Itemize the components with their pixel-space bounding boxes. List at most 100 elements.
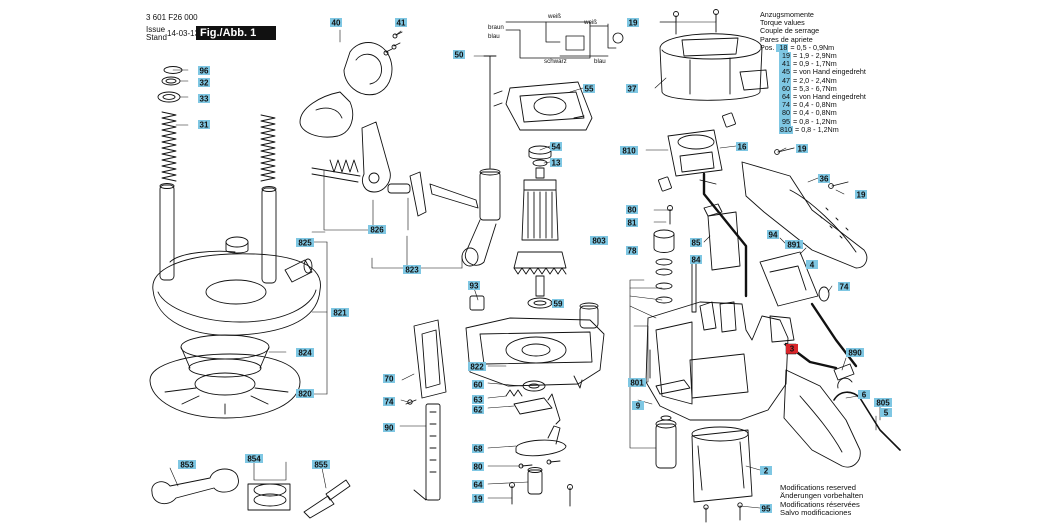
callout-c78: 78 [626, 246, 638, 256]
callout-c19d: 19 [855, 190, 867, 200]
torque-value: = 0,4 - 0,8Nm [791, 108, 837, 118]
callout-label: 820 [298, 390, 312, 399]
callout-label: 60 [474, 381, 483, 390]
callout-label: 19 [857, 191, 866, 200]
callout-box [786, 344, 798, 353]
wire-blau-2: blau [594, 58, 606, 65]
callout-label: 62 [474, 406, 483, 415]
callout-label: 6 [862, 391, 867, 400]
callout-label: 70 [385, 375, 394, 384]
issue-date: 14-03-13 [167, 29, 200, 38]
torque-row: 95 = 0,8 - 1,2Nm [760, 117, 866, 126]
callout-c60: 60 [472, 380, 484, 390]
callout-box [855, 190, 867, 199]
callout-label: 74 [840, 283, 849, 292]
wiring-schematic [505, 21, 624, 59]
callout-c55: 55 [583, 84, 595, 94]
callout-c891: 891 [785, 240, 803, 250]
torque-pos: 74 [779, 101, 791, 110]
torque-table: Anzugsmomente Torque values Couple de se… [760, 10, 866, 135]
callout-label: 80 [628, 206, 637, 215]
callout-c822: 822 [468, 362, 486, 372]
callout-box [198, 94, 210, 103]
callout-c6: 6 [858, 390, 870, 400]
callout-label: 63 [474, 396, 483, 405]
torque-title-de: Anzugsmomente [760, 10, 814, 19]
callout-c64: 64 [472, 480, 484, 490]
torque-value: = 0,4 - 0,8Nm [791, 100, 837, 110]
callout-c801: 801 [628, 378, 646, 388]
callout-box [472, 444, 484, 453]
callout-label: 826 [370, 226, 384, 235]
torque-title-es: Pares de apriete [760, 34, 813, 44]
callout-label: 3 [790, 345, 795, 354]
plunge-base-group [149, 66, 321, 419]
callout-c32: 32 [198, 78, 210, 88]
callout-label: 81 [628, 219, 637, 228]
callout-c90: 90 [383, 423, 395, 433]
callout-label: 822 [470, 363, 484, 372]
callout-label: 19 [474, 495, 483, 504]
callout-label: 805 [876, 399, 890, 408]
torque-pos: 45 [779, 68, 791, 77]
callout-label: 80 [474, 463, 483, 472]
callout-box [453, 50, 465, 59]
callout-box [395, 18, 407, 27]
callout-c96: 96 [198, 66, 210, 76]
callout-box [627, 18, 639, 27]
torque-row: 60 = 5,3 - 6,7Nm [760, 84, 866, 94]
callout-box [198, 120, 210, 129]
callout-box [468, 281, 480, 290]
callout-box [760, 466, 772, 475]
callout-box [468, 362, 486, 371]
torque-value: = 0,8 - 1,2Nm [793, 124, 839, 134]
callout-box [620, 146, 638, 155]
callout-c16: 16 [736, 142, 748, 152]
callout-label: 823 [405, 266, 419, 275]
callout-c41: 41 [395, 18, 407, 28]
side-handle-group [741, 147, 868, 269]
callout-label: 16 [738, 143, 747, 152]
callout-c4: 4 [806, 260, 818, 270]
torque-row: 80 = 0,4 - 0,8Nm [760, 108, 866, 118]
torque-row: 47 = 2,0 - 2,4Nm [760, 76, 866, 85]
callout-label: 803 [592, 237, 606, 246]
torque-row: 45 = von Hand eingedreht [760, 68, 866, 77]
modifications-note: Modifications reserved Änderungen vorbeh… [780, 483, 863, 518]
callout-box [198, 78, 210, 87]
wire-blau-1: blau [488, 33, 500, 40]
torque-value: = 0,5 - 0,9Nm [788, 42, 835, 52]
torque-row: 19 = 1,9 - 2,9Nm [760, 51, 866, 61]
wiring-labels: braun blau weiß weiß schwarz blau [488, 13, 606, 65]
torque-pos: 80 [779, 109, 791, 118]
callout-c5: 5 [880, 408, 892, 418]
callout-box [198, 66, 210, 75]
callout-box [846, 348, 864, 357]
callout-label: 854 [247, 455, 261, 464]
callout-box [312, 460, 330, 469]
callout-c84: 84 [690, 255, 702, 265]
torque-pos: 60 [779, 84, 791, 94]
callout-label: 4 [810, 261, 815, 270]
callout-box [796, 144, 808, 153]
callout-c81: 81 [626, 218, 638, 228]
callout-label: 85 [692, 239, 701, 248]
torque-title-en: Torque values [760, 18, 805, 28]
mod-de: Modifications reserved [780, 483, 856, 492]
torque-value: = 1,9 - 2,9Nm [791, 51, 837, 61]
callout-c805: 805 [874, 398, 892, 408]
torque-pos: 19 [779, 51, 791, 61]
cable-group [702, 172, 901, 451]
callout-c93: 93 [468, 281, 480, 291]
callout-c50: 50 [453, 50, 465, 60]
depth-stop-group [405, 319, 447, 501]
wire-weiss-2: weiß [583, 19, 597, 26]
callout-label: 93 [470, 282, 479, 291]
callout-label: 95 [762, 505, 771, 514]
callout-label: 96 [200, 67, 209, 76]
callout-box [690, 238, 702, 247]
torque-row: 64 = von Hand eingedreht [760, 92, 866, 102]
callout-label: 84 [692, 256, 701, 265]
callout-box [383, 423, 395, 432]
callout-box [330, 18, 342, 27]
